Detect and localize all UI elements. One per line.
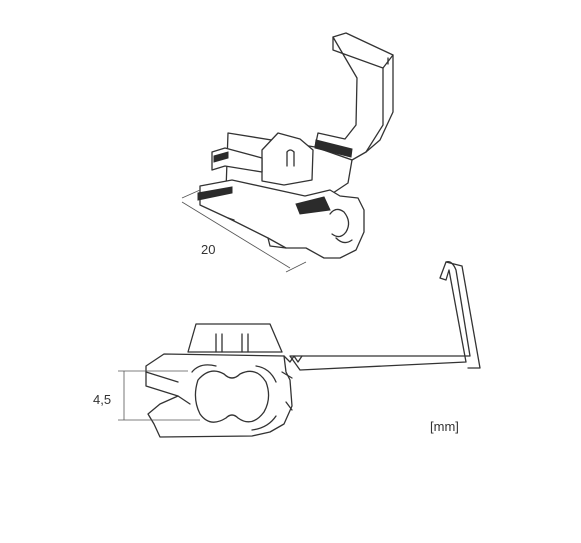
side-tang — [187, 323, 283, 353]
wire-channel — [194, 370, 270, 423]
hinged-lid — [314, 36, 384, 161]
isometric-view: 20 — [181, 32, 394, 273]
dim-line-length — [181, 201, 291, 269]
height-dimension-label: 4,5 — [93, 392, 111, 407]
lid-arm — [289, 261, 471, 371]
unit-label: [mm] — [430, 419, 459, 434]
length-dimension-label: 20 — [201, 242, 215, 257]
side-view: 4,5 [mm] — [93, 261, 481, 438]
